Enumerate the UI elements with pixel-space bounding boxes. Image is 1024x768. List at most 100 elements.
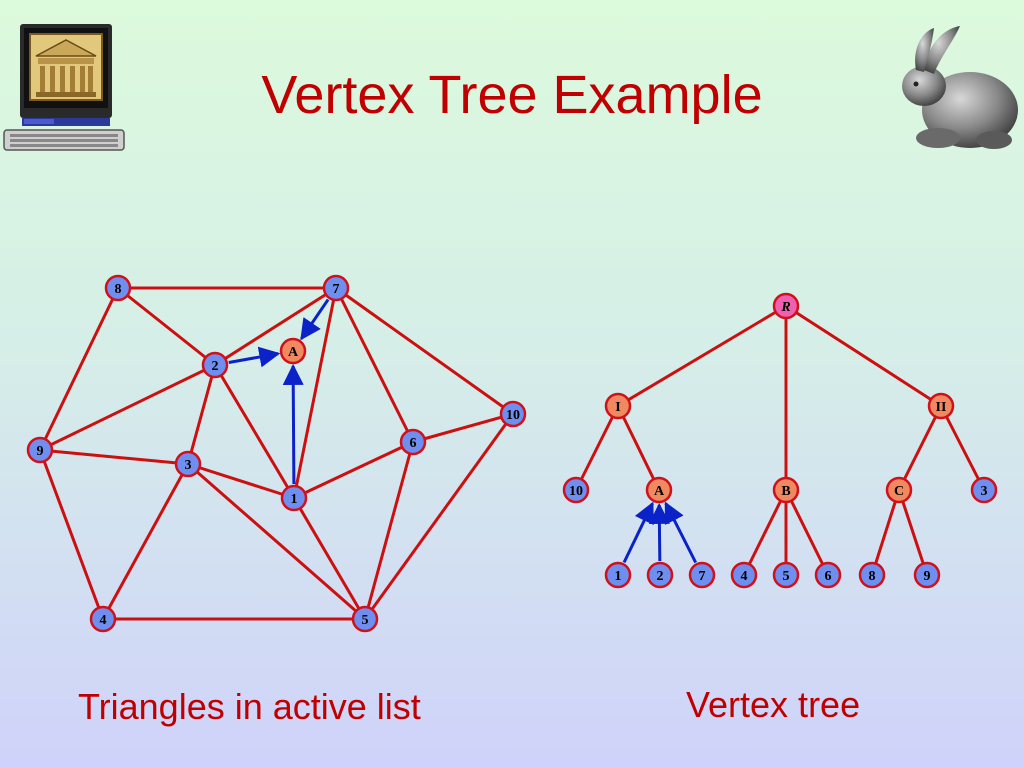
tree-leaf-node-8: 8 [858, 561, 886, 589]
tree-node-label: B [781, 484, 790, 499]
mesh-arrow-2-A [228, 346, 281, 368]
tree-node-c: C [885, 476, 913, 504]
tree-node-label: I [615, 400, 620, 415]
mesh-node-3: 3 [174, 450, 202, 478]
tree-node-label: II [936, 400, 947, 415]
tree-leaf-node-circle [730, 561, 758, 589]
tree-leaf-node-circle [772, 561, 800, 589]
mesh-node-circle [399, 428, 427, 456]
tree-node-label: 10 [569, 484, 583, 499]
mesh-node-4: 4 [89, 605, 117, 633]
mesh-edge-6-10 [412, 412, 514, 444]
tree-leaf-node-5: 5 [772, 561, 800, 589]
mesh-edge-6-5 [363, 441, 415, 620]
tree-edge-I-10 [574, 405, 620, 491]
tree-node-ii: II [927, 392, 955, 420]
mesh-node-circle [280, 484, 308, 512]
tree-leaf-node-label: 6 [825, 569, 832, 584]
mesh-node-9: 9 [26, 436, 54, 464]
tree-leaf-node-label: 9 [924, 569, 931, 584]
tree-node-i: I [604, 392, 632, 420]
tree-leaf-node-label: 7 [699, 569, 706, 584]
tree-edge-R-I [617, 304, 787, 408]
tree-node-circle [885, 476, 913, 504]
tree-node-circle [927, 392, 955, 420]
mesh-edge-9-4 [38, 449, 105, 620]
tree-node-label: 3 [981, 484, 988, 499]
tree-node-a: A [645, 476, 673, 504]
tree-node-10: 10 [562, 476, 590, 504]
mesh-node-circle [201, 351, 229, 379]
tree-leaf-node-label: 8 [869, 569, 876, 584]
tree-arrow-1-A [622, 501, 654, 564]
computer-icon [3, 24, 125, 151]
mesh-node-5: 5 [351, 605, 379, 633]
mesh-node-circle [499, 400, 527, 428]
mesh-node-label: 4 [100, 613, 107, 628]
tree-node-circle [645, 476, 673, 504]
tree-leaf-node-circle [688, 561, 716, 589]
tree-arrow-7-A [664, 501, 698, 564]
tree-leaf-node-6: 6 [814, 561, 842, 589]
caption-triangles-active-list: Triangles in active list [78, 686, 421, 727]
tree-node-label: R [780, 300, 790, 315]
mesh-node-2: 2 [201, 351, 229, 379]
tree-leaf-node-label: 4 [741, 569, 748, 584]
mesh-node-circle [351, 605, 379, 633]
tree-edge-II-C [897, 405, 943, 491]
tree-leaf-node-4: 4 [730, 561, 758, 589]
mesh-edge-8-9 [38, 287, 120, 451]
mesh-node-label: 3 [185, 458, 192, 473]
mesh-graph: 8 7 2 A 10 9 6 3 1 4 5 [26, 274, 527, 633]
slide-title: Vertex Tree Example [261, 65, 763, 125]
tree-edge-C-9 [897, 489, 929, 576]
tree-leaf-node-1: 1 [604, 561, 632, 589]
mesh-node-a: A [279, 337, 307, 365]
mesh-node-circle [279, 337, 307, 365]
mesh-arrow-1-A [282, 363, 304, 485]
mesh-edge-7-2 [214, 286, 337, 367]
mesh-node-label: 10 [506, 408, 520, 423]
mesh-node-label: 2 [212, 359, 219, 374]
mesh-node-label: 1 [291, 492, 298, 507]
mesh-node-circle [104, 274, 132, 302]
tree-node-circle [604, 392, 632, 420]
caption-vertex-tree: Vertex tree [686, 684, 861, 725]
tree-leaf-node-circle [913, 561, 941, 589]
mesh-node-8: 8 [104, 274, 132, 302]
mesh-node-label: 9 [37, 444, 44, 459]
tree-leaf-node-circle [858, 561, 886, 589]
tree-node-label: A [654, 484, 665, 499]
mesh-edge-7-6 [334, 287, 415, 443]
mesh-edge-3-5 [187, 462, 366, 621]
tree-leaf-node-circle [646, 561, 674, 589]
mesh-node-label: 6 [410, 436, 417, 451]
mesh-edge-3-4 [101, 463, 190, 620]
tree-leaf-node-label: 5 [783, 569, 790, 584]
tree-leaf-node-9: 9 [913, 561, 941, 589]
tree-edge-II-3 [939, 405, 986, 491]
mesh-node-circle [322, 274, 350, 302]
mesh-node-7: 7 [322, 274, 350, 302]
mesh-edge-7-1 [292, 287, 338, 499]
tree-leaf-node-label: 1 [615, 569, 622, 584]
tree-leaf-node-label: 2 [657, 569, 664, 584]
tree-edge-B-6 [784, 489, 830, 576]
mesh-node-10: 10 [499, 400, 527, 428]
tree-node-b: B [772, 476, 800, 504]
tree-leaf-node-7: 7 [688, 561, 716, 589]
tree-node-circle [772, 292, 800, 320]
tree-node-r: R [772, 292, 800, 320]
mesh-node-label: 8 [115, 282, 122, 297]
mesh-node-circle [174, 450, 202, 478]
tree-arrow-2-A [648, 502, 670, 562]
tree-leaf-node-circle [814, 561, 842, 589]
tree-node-circle [970, 476, 998, 504]
mesh-edge-2-9 [39, 363, 216, 452]
mesh-node-1: 1 [280, 484, 308, 512]
mesh-edge-2-3 [186, 364, 217, 465]
mesh-node-6: 6 [399, 428, 427, 456]
bunny-icon [902, 26, 1018, 149]
mesh-edge-1-5 [292, 497, 367, 620]
